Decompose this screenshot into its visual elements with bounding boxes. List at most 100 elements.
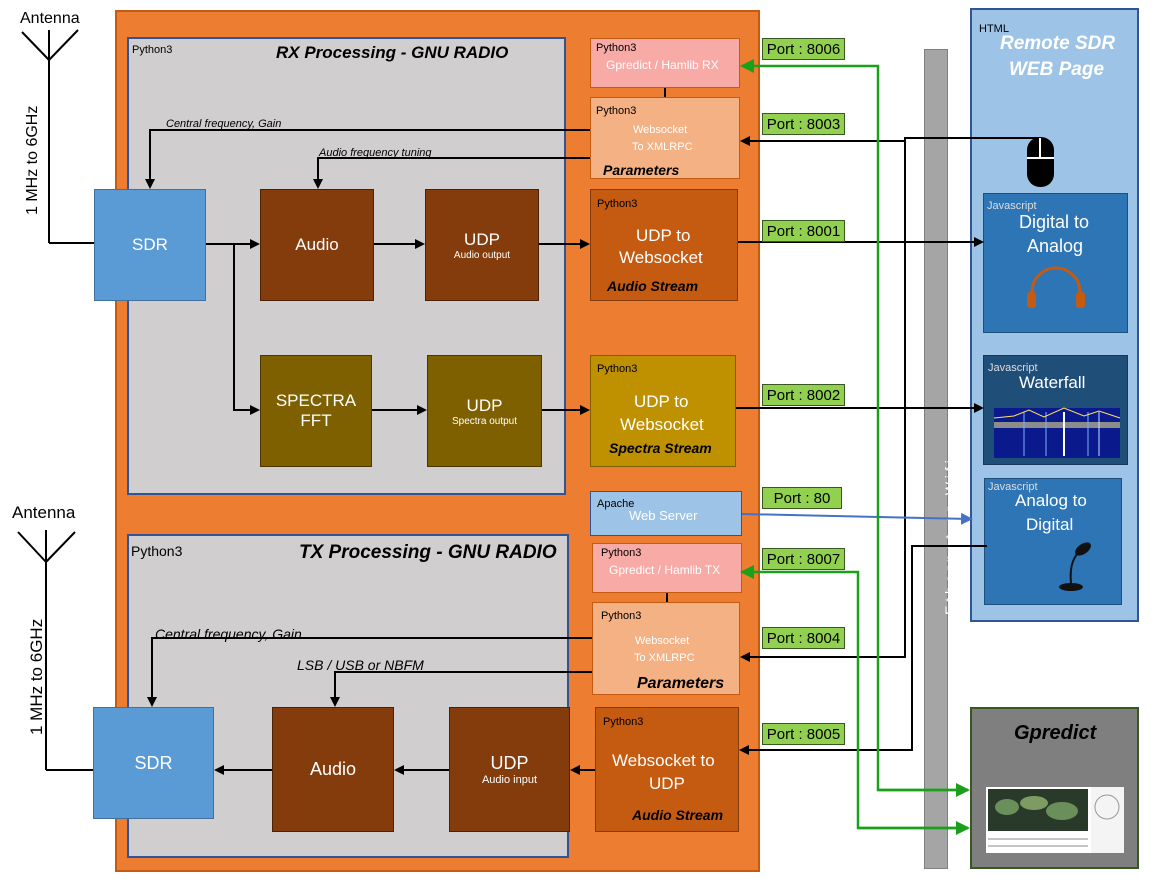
- tx-tag: Python3: [131, 543, 183, 559]
- audio-stream-rx-text-1: UDP to: [636, 226, 691, 245]
- waterfall-box: Javascript Waterfall: [983, 355, 1128, 465]
- params-tx-text-1: Websocket: [635, 635, 690, 647]
- audio-stream-rx-text-2: Websocket: [619, 248, 703, 267]
- port-80: Port : 80: [762, 487, 842, 509]
- params-tx-label: Parameters: [637, 675, 725, 692]
- headphones-icon: [1027, 266, 1085, 308]
- params-rx-label: Parameters: [603, 162, 680, 178]
- web-title-1: Remote SDR: [1000, 33, 1116, 54]
- gpredict-rx-block: Python3 Gpredict / Hamlib RX: [590, 38, 740, 88]
- gpredict-tx-block: Python3 Gpredict / Hamlib TX: [592, 543, 742, 593]
- gpredict-rx-label: Gpredict / Hamlib RX: [606, 58, 719, 72]
- wf-tag: Javascript: [988, 362, 1038, 374]
- params-rx-text-1: Websocket: [633, 124, 688, 136]
- tx-sdr-block: SDR: [93, 707, 214, 819]
- gpredict-screenshot-icon: [986, 787, 1124, 853]
- port-8006: Port : 8006: [762, 38, 845, 60]
- a2d-text-2: Digital: [1026, 515, 1074, 534]
- a2d-tag: Javascript: [988, 481, 1038, 493]
- port-8004: Port : 8004: [762, 627, 845, 649]
- tx-audio-block: Audio: [272, 707, 394, 832]
- rx-audio-label: Audio: [295, 235, 339, 254]
- rx-udp-audio-block: UDP Audio output: [425, 189, 539, 301]
- analog-to-digital-box: Javascript Analog to Digital: [984, 478, 1122, 605]
- d2a-tag: Javascript: [987, 200, 1037, 212]
- spectra-stream-text-2: Websocket: [620, 415, 704, 434]
- rx-sdr-label: SDR: [132, 235, 168, 254]
- antenna-rx-label: Antenna: [20, 10, 80, 27]
- digital-to-analog-box: Javascript Digital to Analog: [983, 193, 1128, 333]
- port-8005: Port : 8005: [762, 723, 845, 745]
- web-tag: HTML: [979, 23, 1009, 35]
- port-8003: Port : 8003: [762, 113, 845, 135]
- rx-spectra-block: SPECTRA FFT: [260, 355, 372, 467]
- port-8006-label: Port : 8006: [766, 40, 841, 58]
- ethernet-label: E t h e r n e t o r W i f i: [942, 460, 958, 615]
- spectra-stream-text-1: UDP to: [634, 392, 689, 411]
- port-8005-label: Port : 8005: [766, 725, 841, 743]
- web-title-2: WEB Page: [1009, 59, 1105, 80]
- rx-spectra-label-2: FFT: [300, 411, 332, 430]
- rx-audio-block: Audio: [260, 189, 374, 301]
- tx-sdr-label: SDR: [134, 752, 173, 773]
- rx-tag: Python3: [132, 44, 173, 56]
- antenna-tx-label: Antenna: [12, 503, 76, 522]
- port-8001: Port : 8001: [762, 220, 845, 242]
- port-8007-label: Port : 8007: [766, 550, 841, 568]
- rx-sdr-block: SDR: [94, 189, 206, 301]
- web-server-block: Apache Web Server: [590, 491, 742, 536]
- audio-stream-tx-block: Python3 Websocket to UDP Audio Stream: [595, 707, 739, 832]
- rx-udp-spectra-label: UDP: [466, 395, 503, 415]
- audio-stream-rx-label: Audio Stream: [607, 278, 699, 294]
- rx-udp-audio-label: UDP: [464, 229, 500, 249]
- tx-title: TX Processing - GNU RADIO: [299, 542, 557, 563]
- port-8002: Port : 8002: [762, 384, 845, 406]
- ethernet-bar: E t h e r n e t o r W i f i: [924, 49, 958, 869]
- d2a-text-1: Digital to: [1019, 212, 1090, 232]
- tx-central-freq-label: Central frequency, Gain: [155, 626, 302, 642]
- spectra-stream-tag: Python3: [597, 363, 638, 375]
- params-tx-block: Python3 Websocket To XMLRPC Parameters: [592, 602, 740, 695]
- rx-central-freq-label: Central frequency, Gain: [166, 118, 282, 130]
- web-server-label: Web Server: [629, 508, 698, 523]
- rx-audio-tuning-label: Audio frequency tuning: [319, 147, 432, 159]
- audio-stream-tx-label: Audio Stream: [632, 807, 724, 823]
- gpredict-tx-tag: Python3: [601, 547, 642, 559]
- params-rx-tag: Python3: [596, 105, 637, 117]
- tx-udp-audio-block: UDP Audio input: [449, 707, 570, 832]
- audio-stream-tx-tag: Python3: [603, 716, 644, 728]
- freq-tx-label: 1 MHz to 6GHz: [27, 618, 46, 735]
- d2a-text-2: Analog: [1027, 236, 1084, 256]
- rx-title: RX Processing - GNU RADIO: [276, 43, 509, 62]
- freq-rx-label: 1 MHz to 6GHz: [24, 105, 41, 215]
- gpredict-title: Gpredict: [1014, 722, 1097, 744]
- gpredict-tx-label: Gpredict / Hamlib TX: [609, 563, 721, 577]
- tx-udp-audio-label: UDP: [490, 753, 529, 773]
- web-server-tag: Apache: [597, 498, 635, 510]
- params-rx-text-2: To XMLRPC: [632, 141, 693, 153]
- audio-stream-tx-text-2: UDP: [649, 774, 685, 793]
- spectra-stream-block: Python3 UDP to Websocket Spectra Stream: [590, 355, 736, 467]
- params-tx-text-2: To XMLRPC: [634, 652, 695, 664]
- microphone-icon: [1059, 542, 1091, 591]
- spectra-stream-label: Spectra Stream: [609, 440, 712, 456]
- params-rx-block: Python3 Websocket To XMLRPC Parameters: [590, 97, 740, 179]
- rx-udp-spectra-sub: Spectra output: [451, 415, 518, 427]
- tx-udp-audio-sub: Audio input: [481, 774, 538, 786]
- params-tx-tag: Python3: [601, 610, 642, 622]
- port-8002-label: Port : 8002: [766, 386, 841, 404]
- audio-stream-tx-text-1: Websocket to: [612, 751, 715, 770]
- waterfall-image-icon: [993, 407, 1121, 458]
- wf-text: Waterfall: [1019, 373, 1086, 392]
- port-8004-label: Port : 8004: [766, 629, 841, 647]
- rx-spectra-label-1: SPECTRA: [275, 391, 357, 410]
- port-8007: Port : 8007: [762, 548, 845, 570]
- audio-stream-rx-tag: Python3: [597, 198, 638, 210]
- port-8001-label: Port : 8001: [766, 222, 841, 240]
- gpredict-panel: Gpredict: [970, 707, 1139, 869]
- port-8003-label: Port : 8003: [766, 115, 841, 133]
- rx-udp-spectra-block: UDP Spectra output: [427, 355, 542, 467]
- rx-udp-audio-sub: Audio output: [453, 249, 511, 261]
- tx-mode-label: LSB / USB or NBFM: [297, 657, 424, 673]
- gpredict-rx-tag: Python3: [596, 42, 637, 54]
